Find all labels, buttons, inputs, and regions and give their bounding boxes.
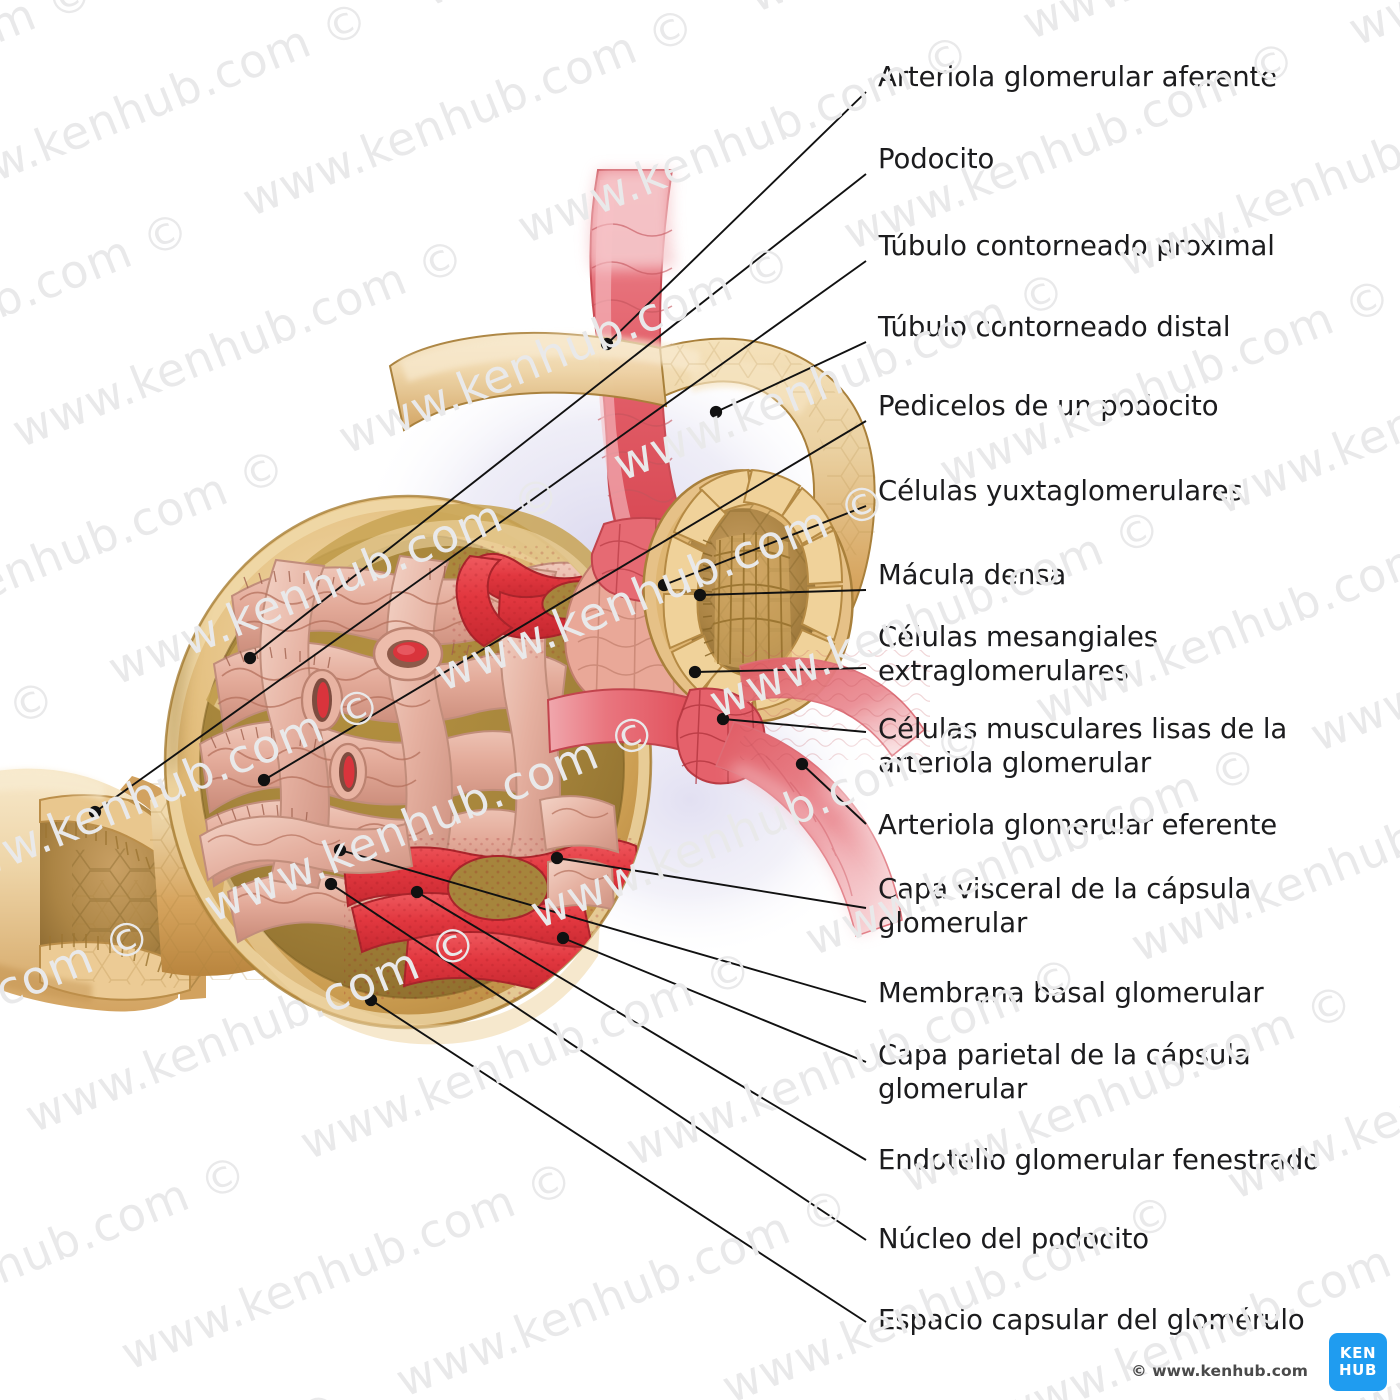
label-tubulo-contorneado-distal: Túbulo contorneado distal [878,310,1230,344]
leader-dot-arteriola-glomerular-aferente [600,337,614,351]
label-pedicelos-de-un-podocito: Pedicelos de un podocito [878,389,1219,423]
label-line: Células yuxtaglomerulares [878,475,1243,507]
label-line: Mácula densa [878,559,1067,591]
kenhub-logo-line2: HUB [1339,1361,1377,1379]
leader-line-macula-densa [699,589,867,596]
leader-line-endotelio-glomerular-fenestrado [416,891,867,1161]
copyright-notice: © www.kenhub.com [1131,1362,1308,1380]
leader-line-espacio-capsular-del-glomerulo [370,999,867,1323]
leader-dot-arteriola-glomerular-eferente [795,757,809,771]
leader-dot-pedicelos-de-un-podocito [257,773,271,787]
leader-line-celulas-yuxtaglomerulares [663,505,867,586]
label-line: Pedicelos de un podocito [878,390,1219,422]
label-line: Arteriola glomerular aferente [878,61,1278,93]
label-celulas-yuxtaglomerulares: Células yuxtaglomerulares [878,474,1243,508]
label-line: Túbulo contorneado proximal [878,230,1275,262]
efferent-arteriole [546,650,930,938]
label-line: Membrana basal glomerular [878,977,1264,1009]
leader-line-membrana-basal-glomerular [339,849,867,1003]
leader-line-arteriola-glomerular-aferente [606,91,867,345]
kenhub-logo[interactable]: KEN HUB [1329,1333,1387,1391]
label-line: Células musculares lisas de la [878,713,1288,745]
leader-line-podocito [249,173,867,659]
label-line: arteriola glomerular [878,747,1152,779]
label-arteriola-glomerular-aferente: Arteriola glomerular aferente [878,60,1277,94]
leader-dot-macula-densa [693,588,707,602]
label-line: Arteriola glomerular eferente [878,809,1278,841]
leader-dot-celulas-mesangiales-extraglom [688,665,702,679]
leader-line-nucleo-del-podocito [330,883,867,1241]
label-tubulo-contorneado-proximal: Túbulo contorneado proximal [878,229,1275,263]
leader-line-tubulo-contorneado-proximal [94,260,867,813]
distal-convoluted-tubule [388,331,878,723]
leader-line-capa-visceral-capsula-glomerular [556,857,867,909]
leader-line-pedicelos-de-un-podocito [263,420,867,781]
leader-line-celulas-mesangiales-extraglom [694,667,867,673]
label-macula-densa: Mácula densa [878,558,1066,592]
label-line: Espacio capsular del glomérulo [878,1304,1305,1336]
capillary-cross-section [372,626,444,682]
label-espacio-capsular-del-glomerulo: Espacio capsular del glomérulo [878,1303,1305,1337]
label-membrana-basal-glomerular: Membrana basal glomerular [878,976,1264,1010]
label-line: Túbulo contorneado distal [878,311,1231,343]
label-line: Podocito [878,143,995,175]
label-endotelio-glomerular-fenestrado: Endotelio glomerular fenestrado [878,1143,1320,1177]
leader-dot-celulas-musculares-lisas [716,712,730,726]
leader-line-celulas-musculares-lisas [722,718,867,733]
leader-line-capa-parietal-capsula-glomerular [562,937,867,1063]
leader-dot-capa-visceral-capsula-glomerular [550,851,564,865]
leader-dot-membrana-basal-glomerular [333,843,347,857]
leader-dot-podocito [243,651,257,665]
label-line: glomerular [878,907,1028,939]
label-line: Capa parietal de la cápsula [878,1039,1251,1071]
label-line: Endotelio glomerular fenestrado [878,1144,1320,1176]
leader-dot-tubulo-contorneado-distal [709,405,723,419]
leader-dot-endotelio-glomerular-fenestrado [410,885,424,899]
kenhub-logo-line1: KEN [1339,1344,1377,1362]
label-podocito: Podocito [878,142,994,176]
leader-line-tubulo-contorneado-distal [715,341,867,413]
leader-dot-tubulo-contorneado-proximal [88,805,102,819]
leader-dot-nucleo-del-podocito [324,877,338,891]
label-arteriola-glomerular-eferente: Arteriola glomerular eferente [878,808,1277,842]
leader-line-arteriola-glomerular-eferente [801,763,867,825]
leader-dot-celulas-yuxtaglomerulares [657,578,671,592]
label-line: extraglomerulares [878,655,1129,687]
label-line: Capa visceral de la cápsula [878,873,1252,905]
label-line: Células mesangiales [878,621,1159,653]
leader-dot-capa-parietal-capsula-glomerular [556,931,570,945]
leader-dot-espacio-capsular-del-glomerulo [364,993,378,1007]
label-line: glomerular [878,1073,1028,1105]
label-nucleo-del-podocito: Núcleo del podocito [878,1222,1149,1256]
macula-densa-cells [702,532,793,669]
label-line: Núcleo del podocito [878,1223,1150,1255]
